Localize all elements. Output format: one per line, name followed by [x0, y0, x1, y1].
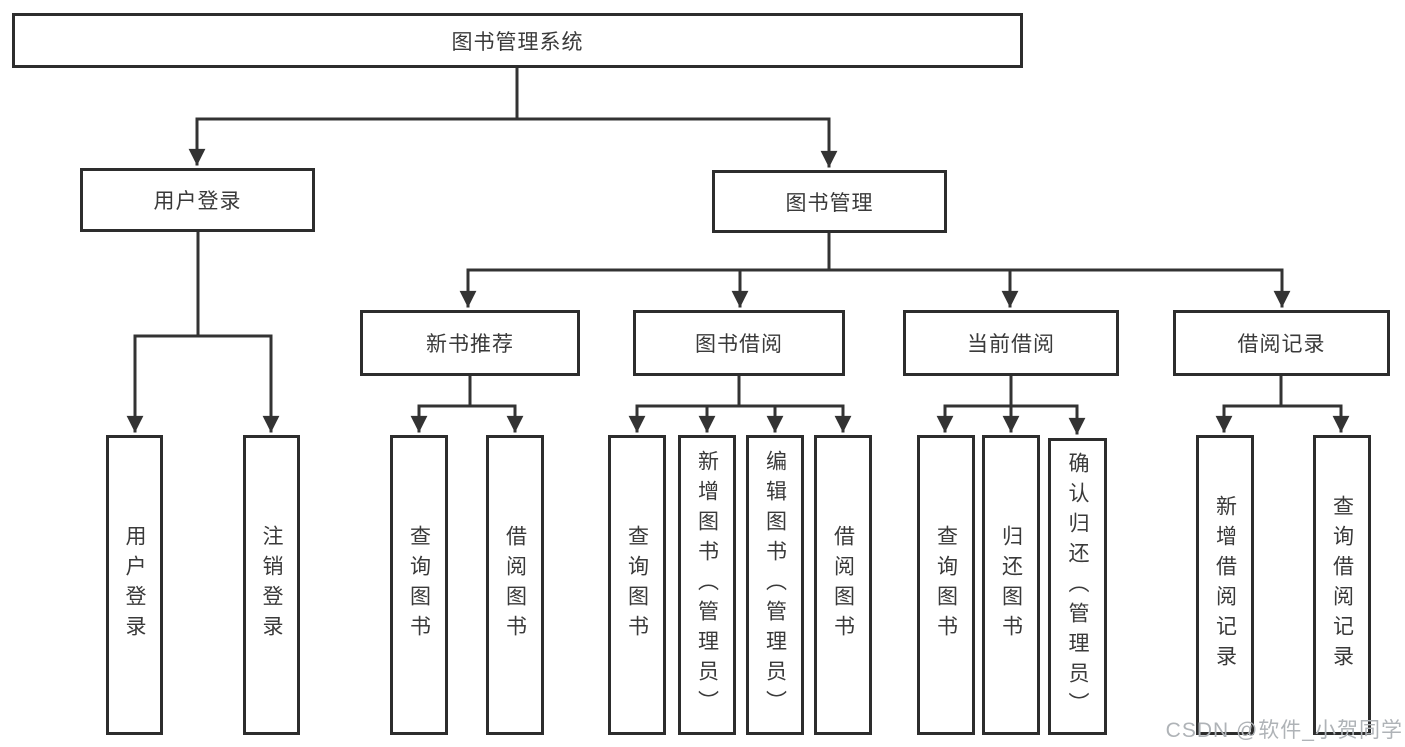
node-leaf-return-book: 归还图书 [982, 435, 1040, 735]
node-leaf-user-login: 用户登录 [106, 435, 163, 735]
node-leaf-query-books-1: 查询图书 [390, 435, 448, 735]
node-leaf-borrow-books-1: 借阅图书 [486, 435, 544, 735]
node-leaf-confirm-return-admin: 确认归还（管理员） [1048, 438, 1107, 735]
node-leaf-edit-book-admin: 编辑图书（管理员） [746, 435, 804, 735]
node-leaf-logout: 注销登录 [243, 435, 300, 735]
node-leaf-query-books-3: 查询图书 [917, 435, 975, 735]
csdn-watermark: CSDN @软件_小贺同学 [1165, 719, 1403, 742]
node-leaf-query-books-2: 查询图书 [608, 435, 666, 735]
tree-connectors [126, 66, 1350, 435]
node-leaf-borrow-books-2: 借阅图书 [814, 435, 872, 735]
node-book-management-branch: 图书管理 [712, 170, 947, 233]
node-module-book-borrow: 图书借阅 [633, 310, 845, 376]
node-leaf-add-borrow-record: 新增借阅记录 [1196, 435, 1254, 735]
node-root-system: 图书管理系统 [12, 13, 1023, 68]
node-module-borrow-records: 借阅记录 [1173, 310, 1390, 376]
node-user-login-branch: 用户登录 [80, 168, 315, 232]
node-module-new-book-recommend: 新书推荐 [360, 310, 580, 376]
node-leaf-query-borrow-record: 查询借阅记录 [1313, 435, 1371, 735]
node-module-current-borrow: 当前借阅 [903, 310, 1119, 376]
node-leaf-add-book-admin: 新增图书（管理员） [678, 435, 736, 735]
